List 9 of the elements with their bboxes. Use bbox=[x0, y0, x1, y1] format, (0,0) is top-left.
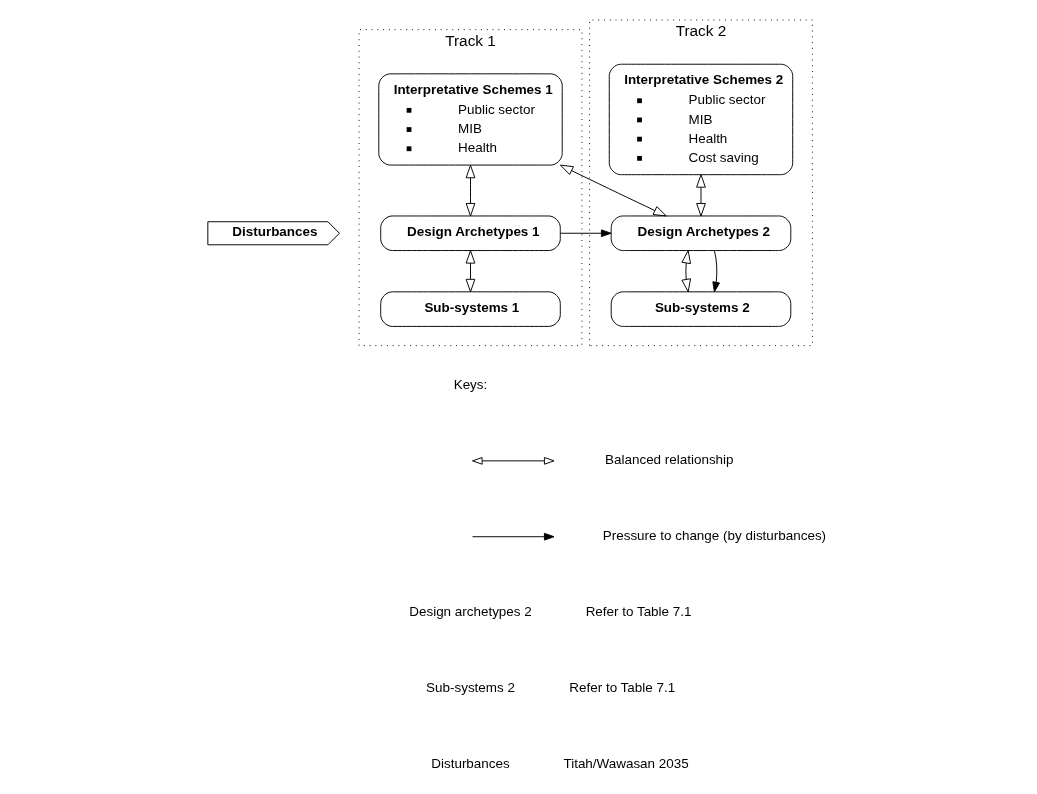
label: Disturbances bbox=[430, 755, 510, 771]
label: Design archetypes 2 bbox=[408, 604, 532, 620]
label: Refer to Table 7.1 bbox=[585, 604, 691, 620]
legend-label: Pressure to change (by disturbances) bbox=[602, 528, 826, 544]
label: Refer to Table 7.1 bbox=[568, 680, 675, 696]
label: Sub-systems 2 bbox=[425, 680, 515, 696]
legend-label: Balanced relationship bbox=[604, 452, 734, 468]
label: Titah/Wawasan 2035 bbox=[562, 755, 689, 771]
label: Keys: bbox=[453, 376, 487, 392]
